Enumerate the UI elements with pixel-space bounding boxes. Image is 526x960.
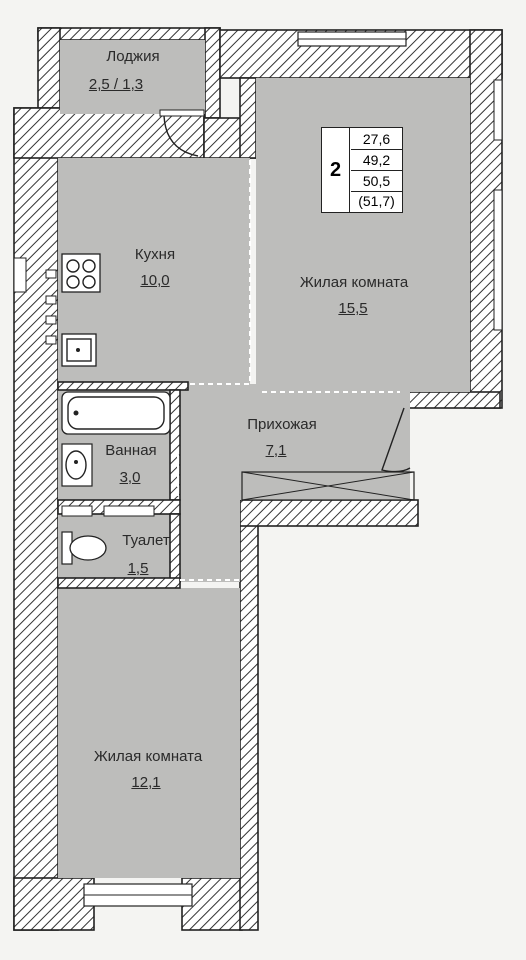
apartment-area-badge: 2 27,6 49,2 50,5 (51,7): [321, 127, 403, 213]
rooms-count: 2: [322, 128, 350, 212]
hallway-name: Прихожая: [247, 416, 317, 433]
stove-icon: [61, 253, 101, 293]
kitchen-area-value: 10,0: [140, 272, 170, 289]
bathtub-icon: [61, 391, 171, 435]
hallway-area-value: 7,1: [265, 442, 287, 459]
kitchen-name: Кухня: [134, 246, 176, 263]
radiator-icons: [45, 269, 57, 345]
bathroom-name: Ванная: [105, 442, 157, 459]
windows: [13, 31, 503, 907]
total-area-with-loggia-value: 50,5: [351, 171, 402, 192]
living-room-large-name: Жилая комната: [299, 274, 409, 291]
bathroom-area-value: 3,0: [119, 469, 141, 486]
living-room-large-area-value: 15,5: [338, 300, 368, 317]
loggia-area-value: 2,5 / 1,3: [88, 76, 144, 93]
toilet-shelf-icon: [61, 505, 155, 517]
loggia-area: [60, 40, 205, 114]
living-room-large-area: [256, 78, 470, 392]
toilet-icon: [61, 531, 107, 565]
living-room-small-area: [58, 588, 240, 878]
total-area-value: 49,2: [351, 150, 402, 171]
living-room-small-name: Жилая комната: [93, 748, 203, 765]
loggia-name: Лоджия: [106, 48, 160, 65]
sink-icon: [61, 333, 97, 367]
hallway-lower-area: [180, 500, 240, 582]
living-room-small-area-value: 12,1: [131, 774, 161, 791]
toilet-area-value: 1,5: [127, 560, 149, 577]
entrance-door: [241, 407, 415, 501]
loggia-door: [159, 109, 205, 157]
openings: [177, 160, 400, 581]
living-area-value: 27,6: [351, 129, 402, 150]
toilet-name: Туалет: [122, 532, 170, 549]
washbasin-icon: [61, 443, 93, 487]
full-area-value: (51,7): [358, 193, 395, 209]
